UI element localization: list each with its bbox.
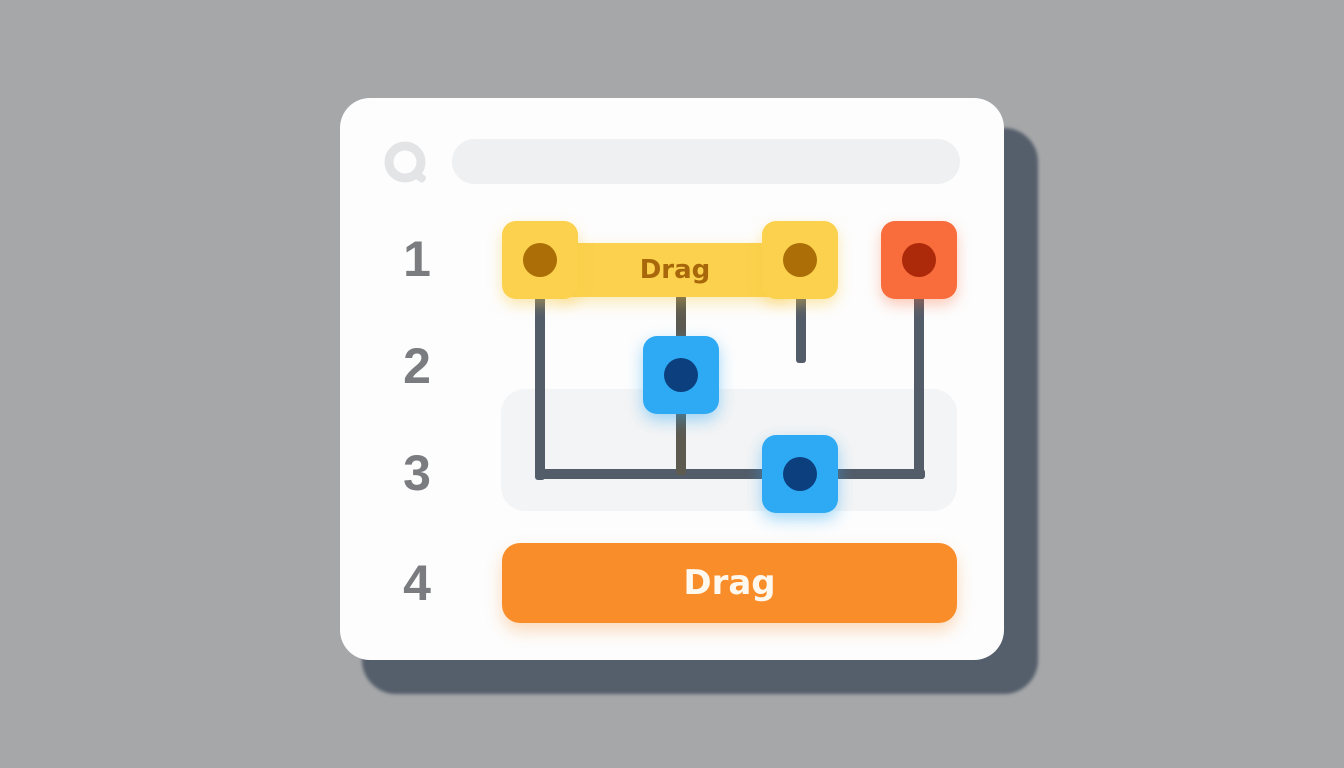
connector-wire-stub (796, 295, 806, 363)
drag-bar-row-1[interactable]: Drag (560, 243, 790, 297)
drag-handle-red[interactable] (881, 221, 957, 299)
drag-handle-yellow-left[interactable] (502, 221, 578, 299)
connector-wire-left (535, 290, 545, 480)
handle-dot-icon (902, 243, 936, 277)
handle-dot-icon (523, 243, 557, 277)
drag-handle-blue-row-3[interactable] (762, 435, 838, 513)
row-number-1: 1 (403, 231, 431, 287)
drag-button-row-4[interactable]: Drag (502, 543, 957, 623)
row-number-2: 2 (403, 338, 431, 394)
row-number-3: 3 (403, 445, 431, 501)
connector-wire-bottom (535, 469, 925, 479)
drag-handle-yellow-right[interactable] (762, 221, 838, 299)
row-number-4: 4 (403, 555, 431, 611)
handle-dot-icon (783, 243, 817, 277)
drag-handle-blue-row-2[interactable] (643, 336, 719, 414)
search-icon[interactable] (384, 141, 432, 187)
handle-dot-icon (783, 457, 817, 491)
connector-wire-right (914, 290, 924, 479)
search-input[interactable] (452, 139, 960, 184)
row-3-drop-zone[interactable] (501, 389, 957, 511)
handle-dot-icon (664, 358, 698, 392)
